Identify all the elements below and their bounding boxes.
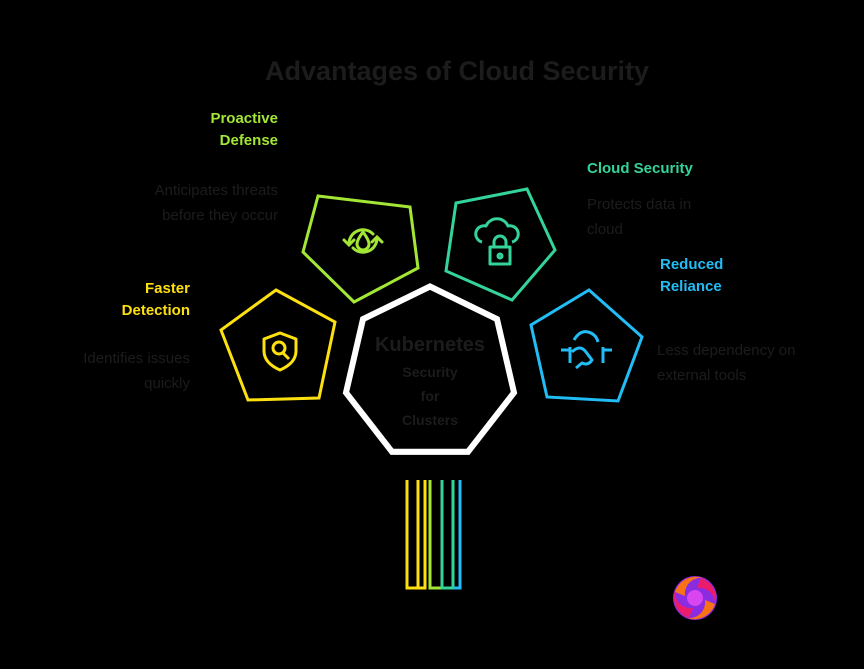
cycle-drop-icon [342, 228, 384, 254]
center-heptagon [342, 283, 518, 455]
shield-search-icon [262, 331, 298, 372]
desc-line: Anticipates threats [154, 182, 278, 199]
pentagon-detection [219, 288, 337, 402]
desc-line: Less dependency on [657, 342, 796, 359]
label-reduced-reliance: Reduced Reliance [660, 254, 723, 298]
desc-line: cloud [587, 221, 623, 238]
desc-line: quickly [144, 375, 190, 392]
center-sub-3: Clusters [401, 412, 459, 428]
desc-line: external tools [657, 367, 747, 384]
desc-line: Identifies issues [83, 350, 190, 367]
desc-reduced-reliance: Less dependency on external tools [657, 338, 795, 388]
pentagon-proactive [301, 194, 420, 304]
brand-logo [673, 576, 717, 620]
stem-lines [405, 480, 462, 590]
desc-faster-detection: Identifies issues quickly [83, 346, 190, 396]
pentagon-cloud [444, 187, 557, 302]
diagram-title: Advantages of Cloud Security [265, 56, 650, 86]
desc-line: Protects data in [587, 196, 692, 213]
label-line: Reliance [660, 278, 722, 295]
center-text: Kubernetes Security for Clusters [360, 330, 500, 432]
desc-line: before they occur [162, 207, 278, 224]
label-cloud-security: Cloud Security [587, 158, 693, 180]
center-sub-1: Security [402, 364, 458, 380]
label-line: Cloud Security [587, 160, 693, 177]
label-line: Faster [144, 280, 190, 297]
cloud-lock-icon [474, 217, 520, 266]
desc-cloud-security: Protects data in cloud [587, 192, 691, 242]
label-line: Reduced [660, 256, 724, 273]
pentagon-reliance [529, 288, 644, 403]
desc-proactive-defense: Anticipates threats before they occur [155, 178, 278, 228]
label-line: Detection [121, 302, 190, 319]
center-sub-2: for [420, 388, 440, 404]
handshake-icon [561, 330, 612, 370]
label-faster-detection: Faster Detection [122, 278, 190, 322]
label-line: Proactive [210, 110, 278, 127]
label-proactive-defense: Proactive Defense [210, 108, 278, 152]
center-title: Kubernetes [374, 334, 486, 356]
label-line: Defense [219, 132, 278, 149]
